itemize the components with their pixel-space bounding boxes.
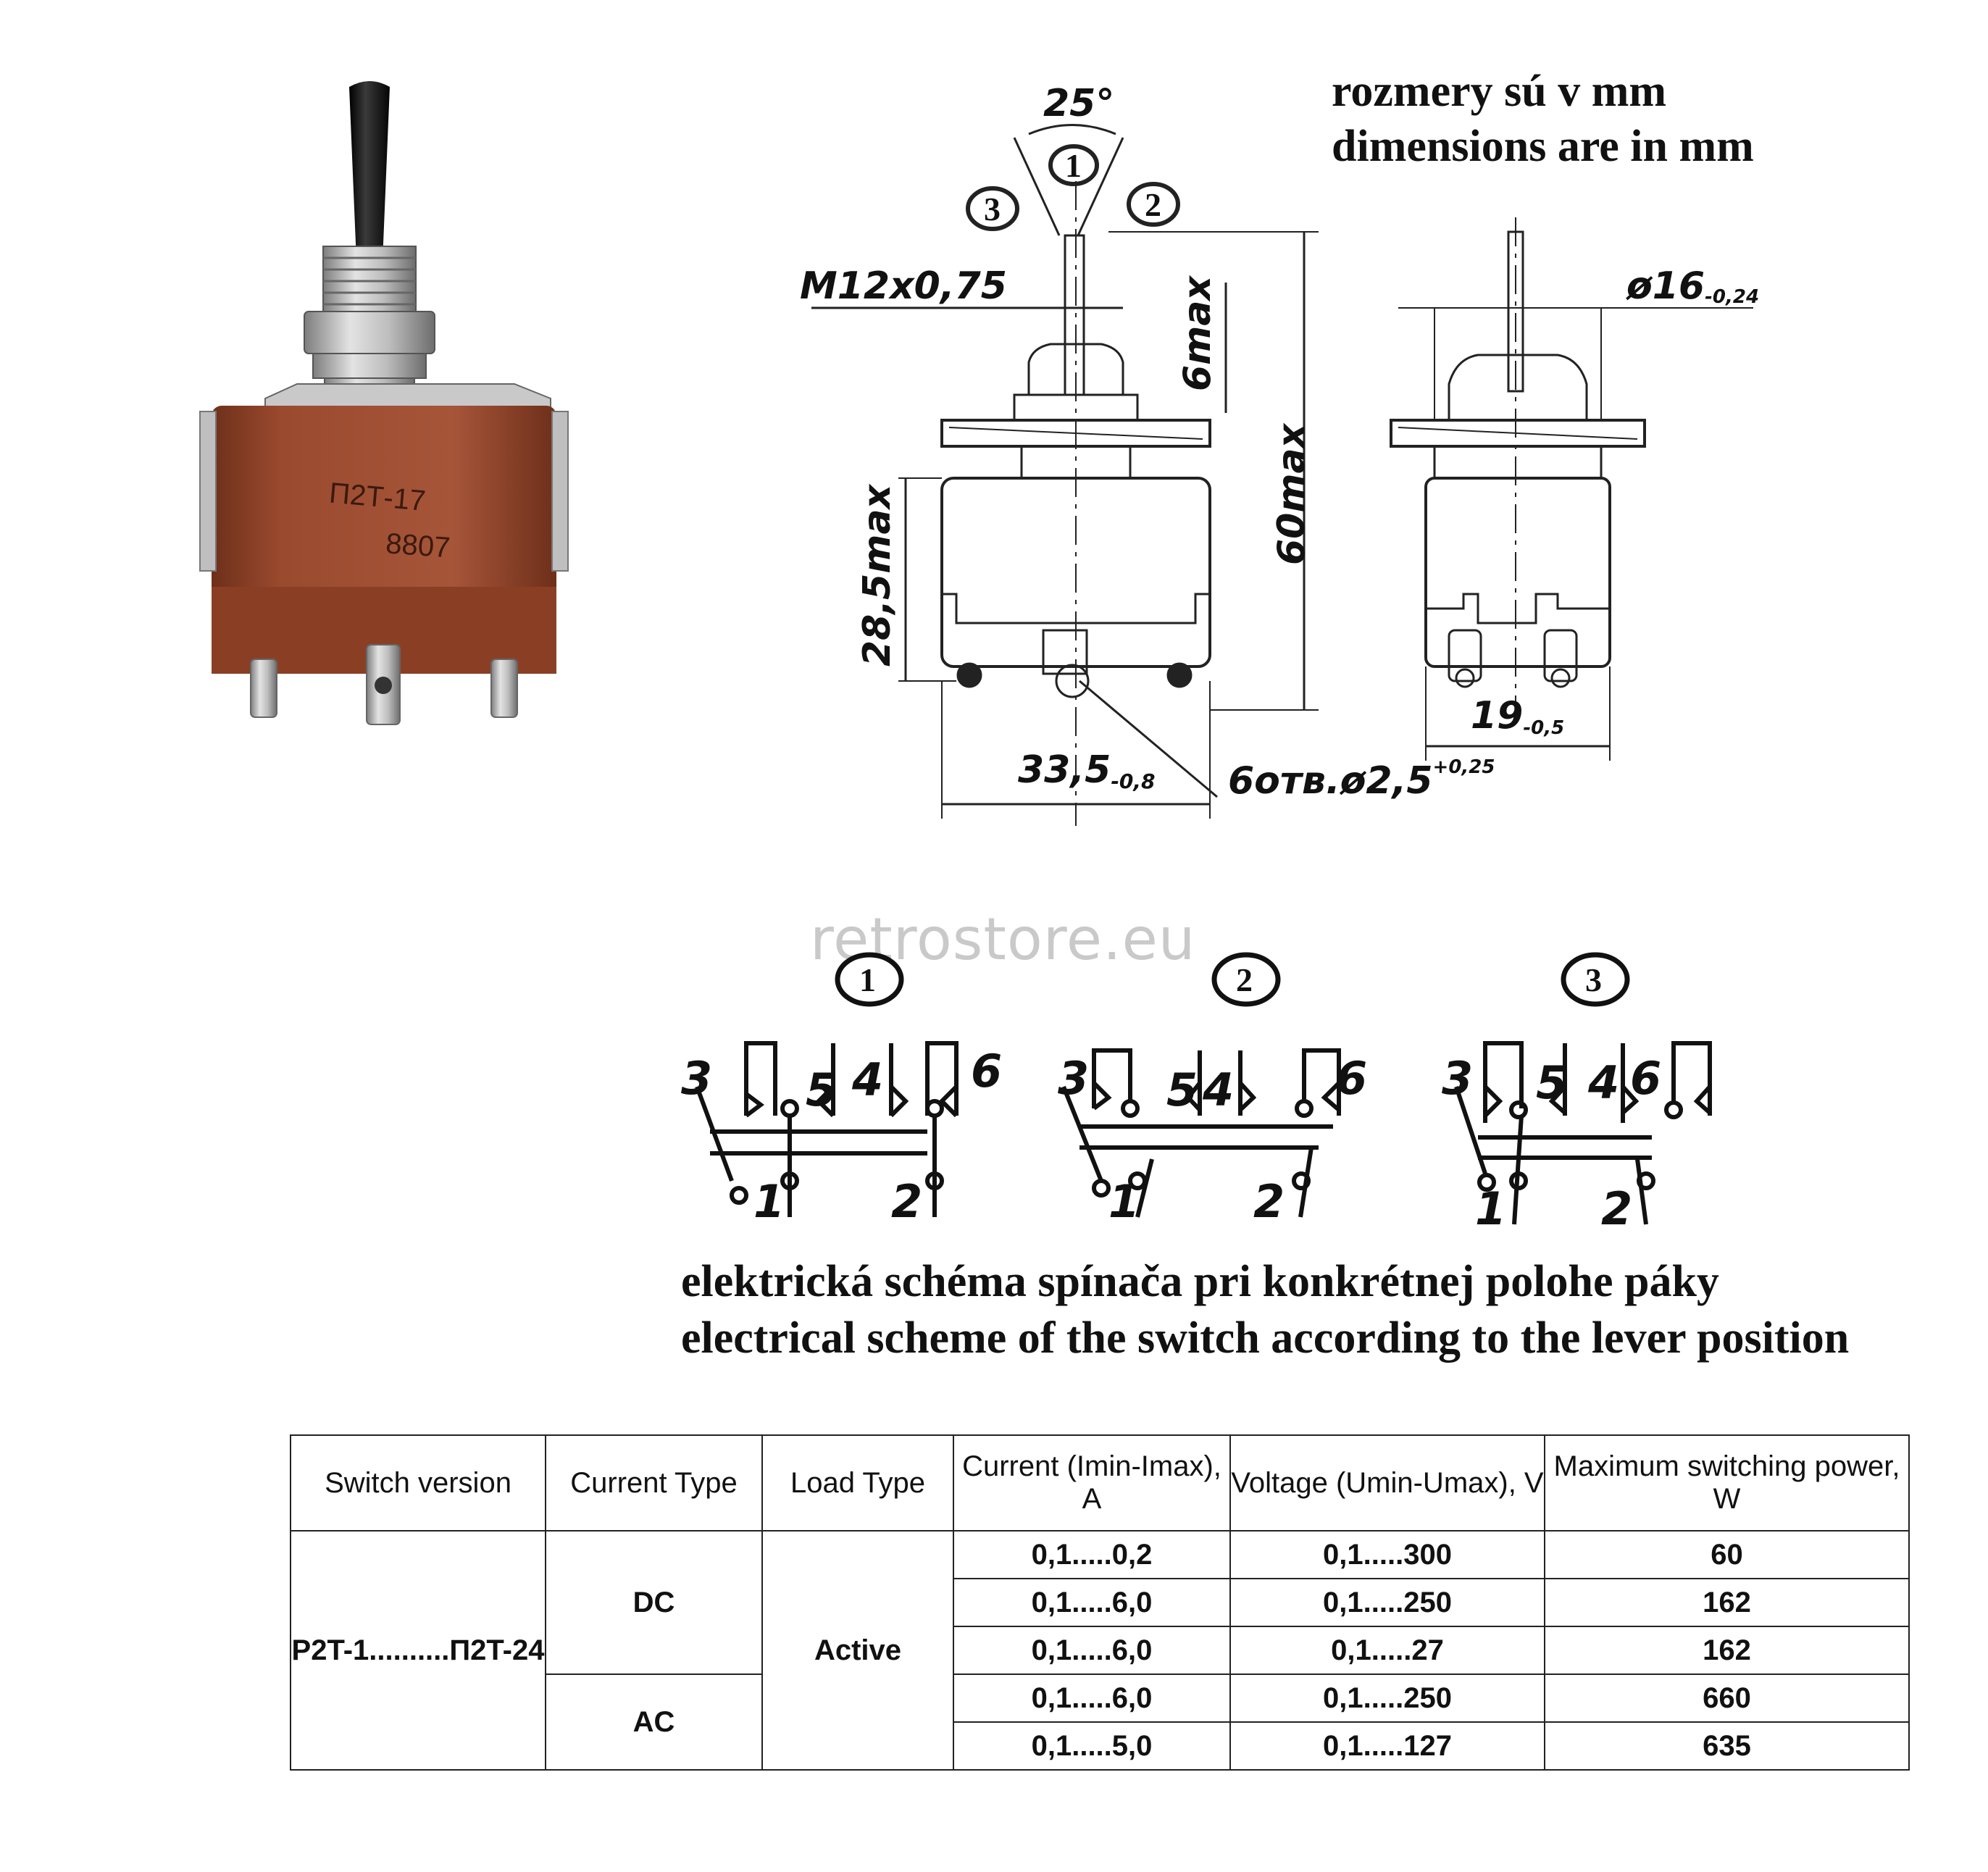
position-3-marker <box>966 186 1019 231</box>
svg-text:6: 6 <box>971 1045 1002 1098</box>
cell-voltage: 0,1.....127 <box>1229 1721 1545 1771</box>
svg-text:3: 3 <box>681 1052 712 1105</box>
dimension-note-sk: rozmery sú v mm <box>1332 67 1667 116</box>
body-height-label: 28,5max <box>856 483 899 667</box>
cell-current: 0,1.....6,0 <box>953 1626 1231 1675</box>
table-row: 0,1.....6,0 0,1.....27 162 <box>291 1626 1910 1675</box>
scheme-caption-sk: elektrická schéma spínača pri konkrétnej… <box>681 1257 1719 1306</box>
cell-switch-version: P2T-1..........П2T-24 <box>290 1530 546 1771</box>
cell-power: 635 <box>1544 1721 1910 1771</box>
cell-current: 0,1.....0,2 <box>953 1530 1231 1579</box>
svg-text:2: 2 <box>1601 1182 1632 1235</box>
svg-text:1: 1 <box>1065 147 1082 184</box>
diameter-label: ø16-0,24 <box>1626 264 1759 308</box>
cell-current: 0,1.....6,0 <box>953 1578 1231 1627</box>
table-row: 0,1.....5,0 0,1.....127 635 <box>291 1721 1910 1771</box>
svg-text:3: 3 <box>984 191 1001 227</box>
table-row: AC 0,1.....6,0 0,1.....250 660 <box>291 1673 1910 1771</box>
svg-text:3: 3 <box>1058 1052 1089 1105</box>
svg-text:4: 4 <box>1587 1056 1619 1109</box>
photo-marking-2: 8807 <box>385 527 451 564</box>
svg-text:1: 1 <box>1475 1182 1506 1235</box>
thread-label: M12x0,75 <box>800 264 1007 308</box>
scheme-position-1: 1 3 5 4 6 1 2 <box>681 952 1002 1228</box>
svg-text:6: 6 <box>1336 1052 1367 1105</box>
scheme-position-2: 2 3 5 4 6 1 2 <box>1058 952 1367 1228</box>
svg-text:4: 4 <box>1202 1064 1234 1116</box>
svg-text:3: 3 <box>1585 961 1602 998</box>
svg-text:1: 1 <box>753 1175 785 1228</box>
svg-text:6: 6 <box>1630 1052 1661 1105</box>
cell-load-type: Active <box>761 1530 954 1771</box>
position-2-marker <box>1127 182 1180 227</box>
hole-label: 6отв.ø2,5+0,25 <box>1228 756 1495 803</box>
cell-voltage: 0,1.....250 <box>1229 1673 1545 1723</box>
svg-text:4: 4 <box>851 1053 883 1106</box>
spec-table: Switch version Current Type Load Type Cu… <box>290 1434 1910 1771</box>
cell-power: 660 <box>1544 1673 1910 1723</box>
header-voltage: Voltage (Umin-Umax), V <box>1229 1434 1545 1532</box>
cell-voltage: 0,1.....250 <box>1229 1578 1545 1627</box>
svg-text:1: 1 <box>859 961 876 998</box>
switch-photo: П2Т-17 8807 <box>199 81 569 725</box>
scheme-caption: elektrická schéma spínača pri konkrétnej… <box>681 1253 1849 1366</box>
dimension-note-en: dimensions are in mm <box>1332 122 1754 171</box>
cell-voltage: 0,1.....27 <box>1229 1626 1545 1675</box>
cell-current: 0,1.....5,0 <box>953 1721 1231 1771</box>
position-1-marker <box>1048 144 1099 186</box>
electrical-schemes: 1 3 5 4 6 1 2 2 3 5 4 6 <box>681 952 1712 1235</box>
svg-text:2: 2 <box>1145 186 1161 223</box>
cell-power: 162 <box>1544 1626 1910 1675</box>
lever-height-label: 6max <box>1176 275 1219 391</box>
angle-label: 25° <box>1043 82 1114 125</box>
dimension-drawing: 25° 1 2 3 M12x0,75 6max 60max 28,5max 33… <box>800 82 1759 826</box>
header-current-type: Current Type <box>545 1434 763 1532</box>
dimension-note: rozmery sú v mm dimensions are in mm <box>1332 64 1754 174</box>
header-current: Current (Imin-Imax), A <box>953 1434 1231 1532</box>
svg-text:2: 2 <box>891 1175 922 1228</box>
header-switch-version: Switch version <box>290 1434 546 1532</box>
header-load-type: Load Type <box>761 1434 954 1532</box>
scheme-position-3: 3 3 5 4 6 1 2 <box>1442 952 1712 1235</box>
total-height-label: 60max <box>1270 422 1314 565</box>
header-power: Maximum switching power, W <box>1544 1434 1910 1532</box>
svg-text:1: 1 <box>1108 1175 1140 1228</box>
side-width-label: 19-0,5 <box>1471 694 1564 739</box>
cell-current-type-ac: AC <box>545 1673 763 1771</box>
watermark: retrostore.eu <box>810 906 1196 973</box>
svg-text:2: 2 <box>1253 1175 1285 1228</box>
cell-current: 0,1.....6,0 <box>953 1673 1231 1723</box>
lever <box>349 81 390 261</box>
table-header-row: Switch version Current Type Load Type Cu… <box>290 1434 1910 1532</box>
table-row: 0,1.....6,0 0,1.....250 162 <box>291 1578 1910 1627</box>
cell-power: 60 <box>1544 1530 1910 1579</box>
table-row: P2T-1..........П2T-24 DC Active 0,1.....… <box>290 1530 1910 1771</box>
svg-text:2: 2 <box>1236 961 1253 998</box>
body-width-label: 33,5-0,8 <box>1018 748 1156 793</box>
cell-power: 162 <box>1544 1578 1910 1627</box>
scheme-caption-en: electrical scheme of the switch accordin… <box>681 1313 1850 1363</box>
cell-current-type-dc: DC <box>545 1530 763 1675</box>
cell-voltage: 0,1.....300 <box>1229 1530 1545 1579</box>
